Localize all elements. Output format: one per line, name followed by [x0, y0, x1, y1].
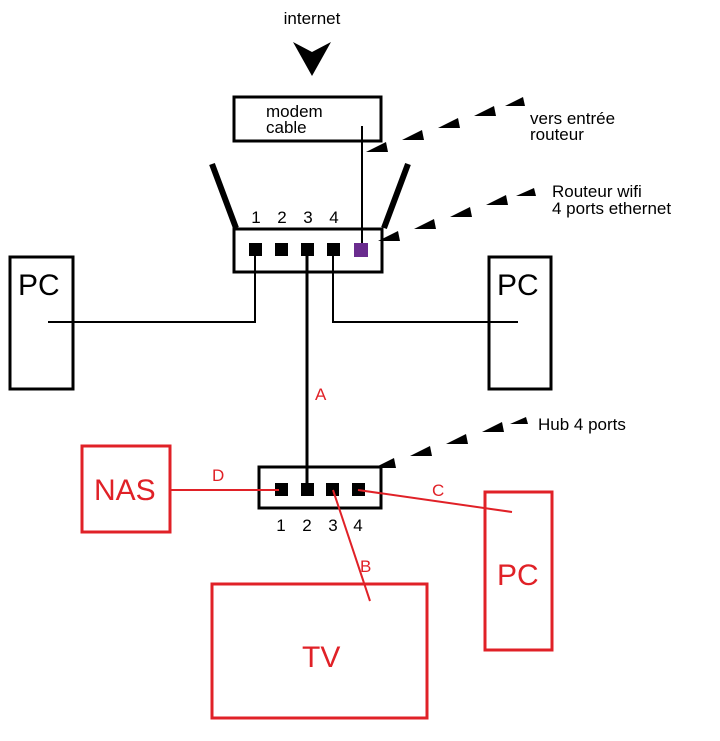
hub-box — [257, 465, 383, 510]
tv-label: TV — [302, 641, 340, 674]
router-label-arrow — [378, 188, 536, 241]
cable-d-label: D — [212, 466, 224, 485]
router-port-2-number: 2 — [277, 208, 286, 227]
router-wan-port — [354, 243, 368, 257]
internet-label: internet — [284, 9, 341, 28]
cable-c-label: C — [432, 481, 444, 500]
modem-label-line2: cable — [266, 118, 307, 137]
router-port-4-number: 4 — [329, 208, 338, 227]
hub-port-2 — [301, 483, 314, 496]
router-port-3-number: 3 — [303, 208, 312, 227]
hub-port-3-number: 3 — [328, 516, 337, 535]
pc-right-label: PC — [497, 269, 539, 302]
router-port-4 — [327, 243, 340, 256]
nas-label: NAS — [94, 474, 156, 507]
router-input-label-line2: routeur — [530, 125, 584, 144]
hub-port-1 — [275, 483, 288, 496]
router-label-line1: Routeur wifi — [552, 182, 642, 201]
router-label-line2: 4 ports ethernet — [552, 199, 671, 218]
modem-box — [232, 95, 383, 143]
router-port-1-number: 1 — [251, 208, 260, 227]
router-port-1 — [249, 243, 262, 256]
cable-b-label: B — [360, 557, 371, 576]
router-antenna-right — [381, 162, 411, 230]
cable-router-pc-right — [332, 256, 518, 323]
router-input-label-line1: vers entrée — [530, 109, 615, 128]
router-input-arrow — [366, 97, 525, 152]
tv-box — [210, 582, 429, 720]
pc-red-box — [483, 490, 554, 652]
internet-arrow-icon — [293, 42, 331, 76]
hub-port-4-number: 4 — [353, 516, 362, 535]
pc-left-label: PC — [18, 269, 60, 302]
cable-c — [357, 489, 513, 513]
hub-label: Hub 4 ports — [538, 415, 626, 434]
hub-label-arrow — [374, 417, 528, 468]
hub-port-3 — [326, 483, 339, 496]
router-port-3 — [301, 243, 314, 256]
hub-port-2-number: 2 — [302, 516, 311, 535]
pc-red-label: PC — [497, 559, 539, 592]
router-port-2 — [275, 243, 288, 256]
router-antenna-left — [209, 162, 239, 230]
cable-router-pc-left — [48, 256, 256, 323]
cable-b — [332, 489, 371, 602]
hub-port-1-number: 1 — [276, 516, 285, 535]
modem-label-line1: modem — [266, 102, 323, 121]
cable-a-label: A — [315, 385, 327, 404]
